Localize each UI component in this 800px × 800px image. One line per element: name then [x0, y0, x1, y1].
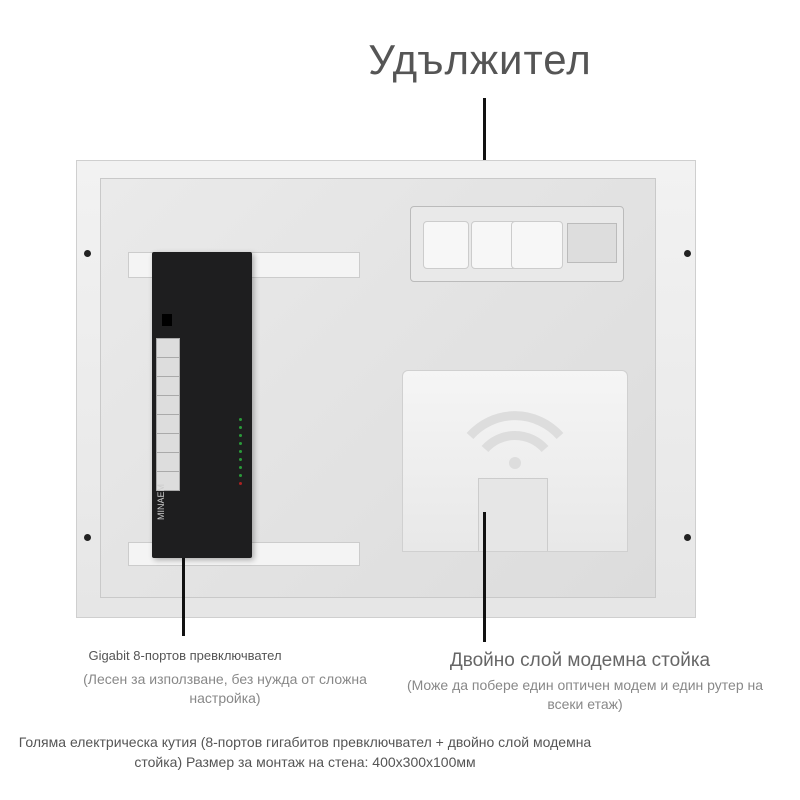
switch-description: (Лесен за използване, без нужда от сложн…: [83, 671, 367, 706]
modem-slot: [478, 478, 548, 551]
status-led: [239, 466, 242, 469]
status-led: [239, 458, 242, 461]
power-switch: [567, 223, 617, 263]
status-led: [239, 482, 242, 485]
wifi-icon: [466, 411, 564, 469]
switch-brand-logo: MINAEM: [156, 484, 166, 520]
status-led: [239, 434, 242, 437]
status-led: [239, 442, 242, 445]
modem-rack-title: Двойно слой модемна стойка: [449, 650, 711, 671]
dc-jack: [162, 314, 172, 326]
network-switch: [152, 252, 252, 558]
power-outlet: [423, 221, 469, 269]
screw-icon: [684, 250, 691, 257]
status-led: [239, 426, 242, 429]
extension-cord-title: Удължител: [368, 36, 592, 83]
power-outlet: [511, 221, 563, 269]
ethernet-port: [156, 338, 180, 358]
ethernet-port: [156, 357, 180, 377]
power-outlet: [471, 221, 517, 269]
status-led: [239, 418, 242, 421]
ethernet-port: [156, 433, 180, 453]
ethernet-port: [156, 395, 180, 415]
ethernet-port: [156, 471, 180, 491]
power-strip: [410, 206, 624, 282]
screw-icon: [84, 534, 91, 541]
modem-rack-description: (Може да побере един оптичен модем и еди…: [406, 677, 764, 712]
product-summary: Голяма електрическа кутия (8-портов гига…: [18, 734, 592, 770]
ethernet-port: [156, 414, 180, 434]
switch-title: Gigabit 8-портов превключвател: [88, 648, 282, 663]
screw-icon: [84, 250, 91, 257]
status-led: [239, 474, 242, 477]
ethernet-port: [156, 376, 180, 396]
ethernet-port: [156, 452, 180, 472]
screw-icon: [684, 534, 691, 541]
pointer-line-rack: [483, 512, 486, 642]
pointer-line-switch: [182, 558, 185, 636]
status-led: [239, 450, 242, 453]
